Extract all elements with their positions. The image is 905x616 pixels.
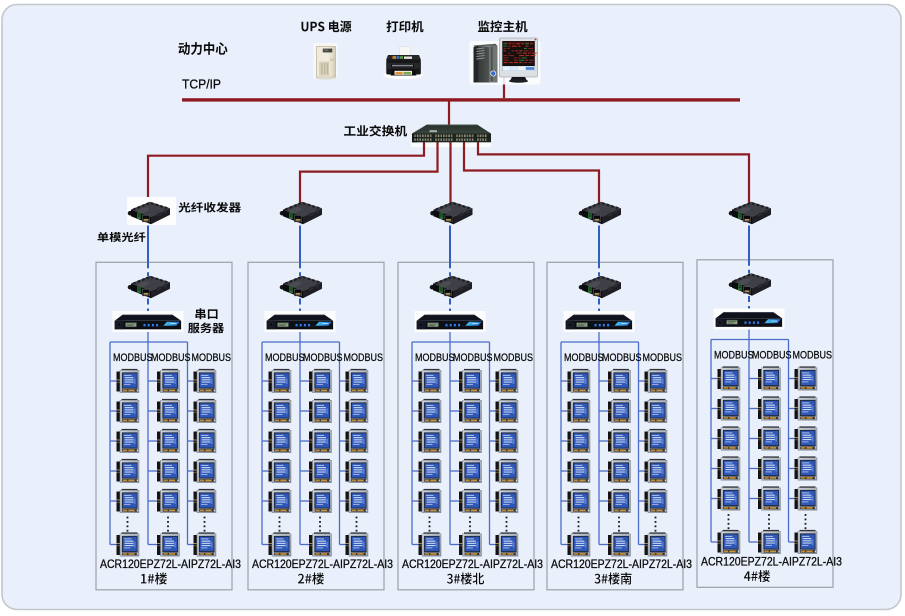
svg-text:TCP/IP: TCP/IP — [182, 77, 221, 92]
svg-text:ACR120EPZ72L-AIPZ72L-AI3: ACR120EPZ72L-AIPZ72L-AI3 — [701, 557, 842, 569]
svg-text:MODBUS: MODBUS — [793, 350, 833, 362]
svg-text:MODBUS: MODBUS — [151, 352, 191, 364]
svg-text:MODBUS: MODBUS — [602, 352, 642, 364]
svg-text:ACR120EPZ72L-AIPZ72L-AI3: ACR120EPZ72L-AIPZ72L-AI3 — [551, 559, 692, 571]
svg-text:ACR120EPZ72L-AIPZ72L-AI3: ACR120EPZ72L-AIPZ72L-AI3 — [100, 559, 241, 571]
svg-text:MODBUS: MODBUS — [265, 352, 305, 364]
svg-text:MODBUS: MODBUS — [303, 352, 343, 364]
svg-text:MODBUS: MODBUS — [453, 352, 493, 364]
svg-text:MODBUS: MODBUS — [344, 352, 384, 364]
svg-text:ACR120EPZ72L-AIPZ72L-AI3: ACR120EPZ72L-AIPZ72L-AI3 — [252, 559, 393, 571]
svg-text:MODBUS: MODBUS — [714, 350, 754, 362]
svg-text:MODBUS: MODBUS — [643, 352, 683, 364]
svg-text:MODBUS: MODBUS — [494, 352, 534, 364]
svg-text:MODBUS: MODBUS — [752, 350, 792, 362]
svg-text:ACR120EPZ72L-AIPZ72L-AI3: ACR120EPZ72L-AIPZ72L-AI3 — [402, 559, 543, 571]
svg-text:MODBUS: MODBUS — [192, 352, 232, 364]
svg-text:MODBUS: MODBUS — [564, 352, 604, 364]
svg-text:MODBUS: MODBUS — [113, 352, 153, 364]
svg-text:MODBUS: MODBUS — [415, 352, 455, 364]
